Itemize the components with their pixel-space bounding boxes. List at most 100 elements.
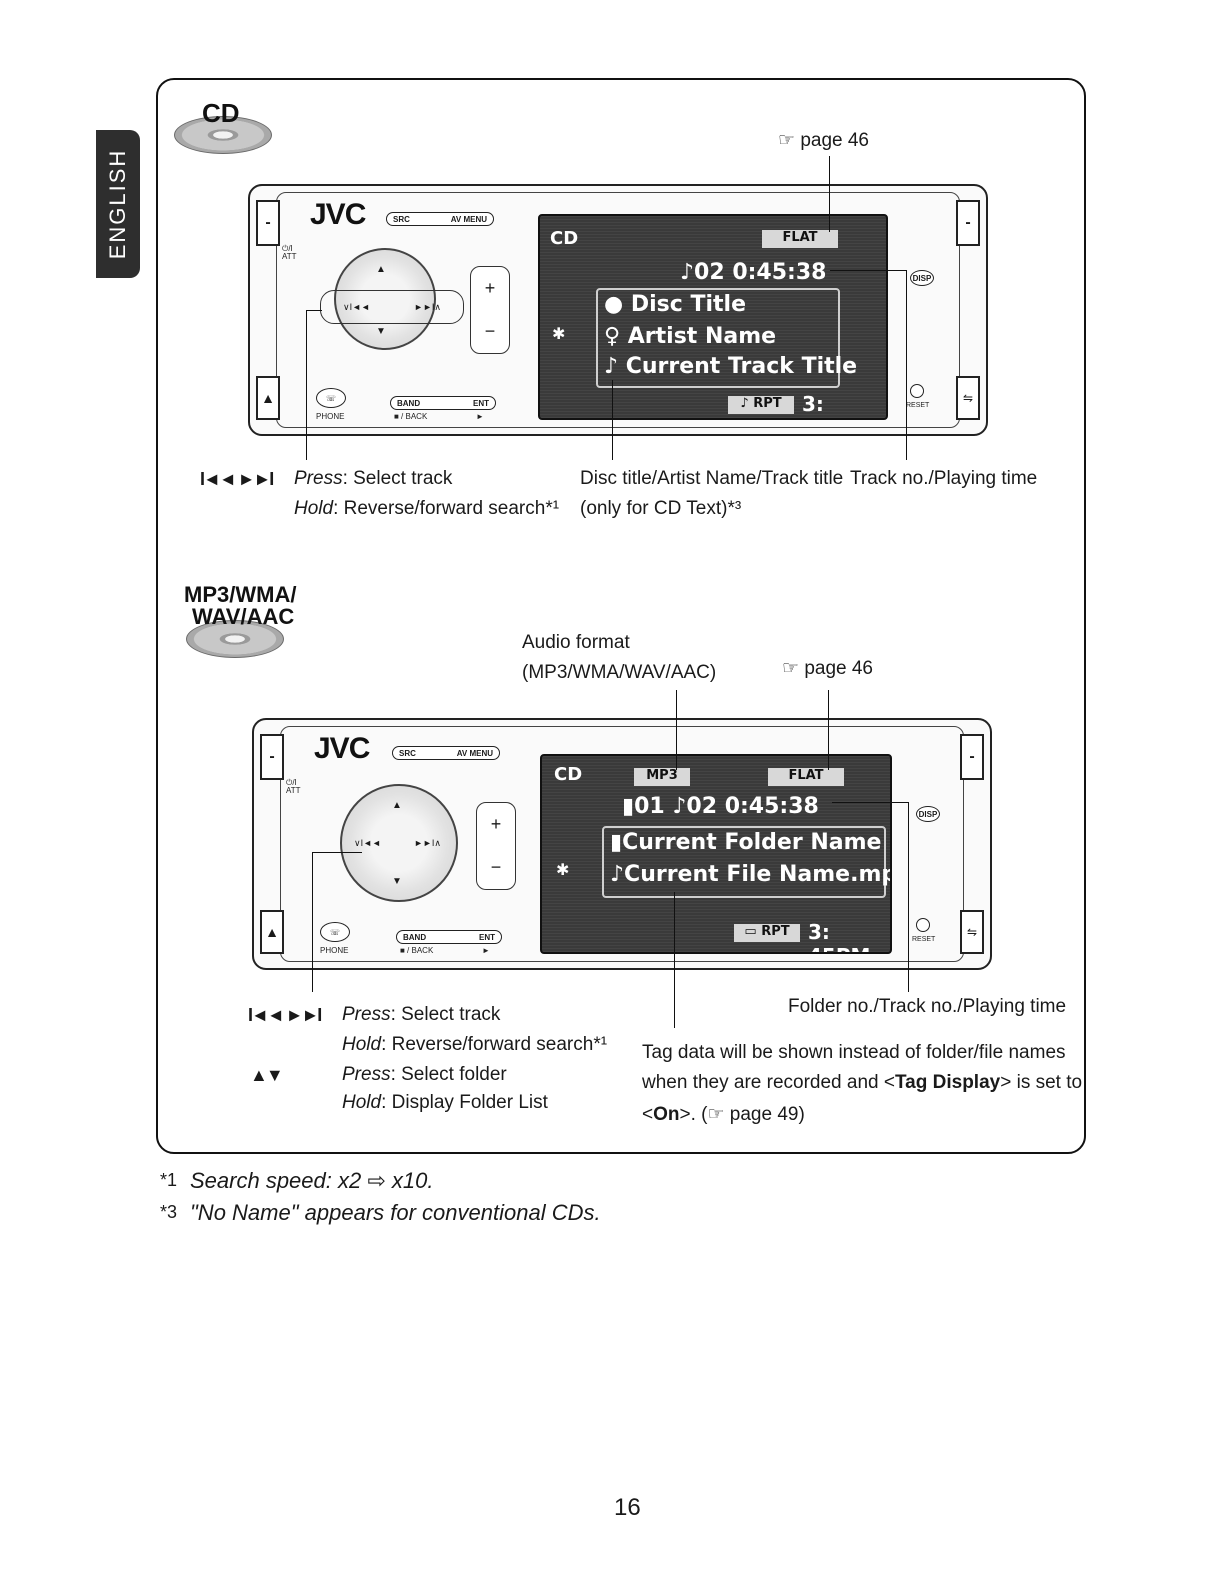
- mp3-tag-line-2: when they are recorded and <Tag Display>…: [642, 1068, 1082, 1098]
- skip-buttons[interactable]: ∨I◄◄ ►►I∧: [320, 290, 464, 324]
- disp-button[interactable]: DISP: [910, 270, 934, 286]
- brand-logo: JVC: [310, 198, 366, 231]
- phone-icon[interactable]: ☏: [316, 388, 346, 408]
- screen-clock: 3: 45PM: [808, 920, 870, 952]
- tag-line-3-a: <: [642, 1104, 654, 1125]
- back-label: ■ / BACK: [400, 946, 434, 955]
- control-dial[interactable]: [340, 784, 458, 902]
- tilt-button-icon[interactable]: ⇋: [960, 910, 984, 954]
- mp3-press-label: Press: [342, 1004, 391, 1025]
- src-avmenu-button[interactable]: SRC AV MENU: [392, 746, 500, 760]
- reset-button[interactable]: [916, 918, 930, 932]
- tilt-button-icon[interactable]: ⇋: [956, 376, 980, 420]
- folder-icon: ▮: [610, 830, 623, 855]
- screen-repeat-text: RPT: [761, 924, 790, 939]
- screen-clock: 3: 45PM: [802, 392, 864, 418]
- att-label: ATT: [286, 786, 301, 795]
- bluetooth-icon: ✱: [552, 324, 566, 343]
- mp3-page-ref: ☞ page 46: [782, 654, 873, 684]
- mp3-press-track: Press: Select track: [342, 1000, 500, 1030]
- cd-track-text: Track no./Playing time: [850, 468, 1038, 489]
- screen-track-title: ♪ Current Track Title: [604, 354, 858, 379]
- skip-forward-icon[interactable]: ►►I∧: [414, 838, 441, 848]
- volume-up-icon[interactable]: +: [484, 278, 496, 298]
- detach-button-left[interactable]: -: [260, 734, 284, 780]
- mp3-press-folder-desc: : Select folder: [390, 1064, 507, 1085]
- cd-press-label: Press: [294, 468, 343, 489]
- mp3-hold-folder: Hold: Display Folder List: [342, 1088, 548, 1118]
- skip-back-icon[interactable]: ∨I◄◄: [343, 301, 370, 312]
- screen-artist-name: ♀ Artist Name: [604, 324, 776, 349]
- artist-icon: ♀: [604, 324, 628, 349]
- language-tab: ENGLISH: [96, 130, 140, 278]
- cd-disc-text-2: (only for CD Text)*³: [580, 498, 742, 519]
- cd-disc-icon: [174, 116, 272, 154]
- tag-line-3-c: >. (: [679, 1104, 708, 1125]
- callout-line-time-h: [832, 802, 908, 803]
- mp3-skip-symbols: I◄◄ ►►I: [248, 1005, 322, 1025]
- band-ent-button[interactable]: BAND ENT: [390, 396, 496, 410]
- tag-line-3-d: page 49): [729, 1104, 805, 1125]
- folder-icon: ▭: [744, 924, 762, 939]
- volume-down-icon[interactable]: −: [490, 857, 502, 877]
- phone-icon[interactable]: ☏: [320, 922, 350, 942]
- skip-forward-icon[interactable]: ►►I∧: [414, 301, 441, 312]
- callout-line-skip-h: [312, 852, 362, 853]
- volume-buttons[interactable]: + −: [470, 266, 510, 354]
- volume-down-icon[interactable]: −: [484, 321, 496, 341]
- up-arrow-icon[interactable]: ▲: [392, 800, 402, 811]
- screen-disc-title: ● Disc Title: [604, 292, 746, 317]
- reset-label: RESET: [906, 402, 930, 409]
- power-label: ⏻/I: [282, 244, 293, 253]
- folder-icon: ▮: [622, 794, 635, 819]
- cd-press-text: Press: Select track: [294, 464, 452, 494]
- screen-repeat: ♪ RPT: [728, 396, 794, 414]
- audio-format-2: (MP3/WMA/WAV/AAC): [522, 662, 717, 683]
- tag-display-setting: Tag Display: [894, 1072, 1001, 1093]
- band-label: BAND: [397, 398, 421, 408]
- up-arrow-icon[interactable]: ▲: [376, 264, 386, 275]
- reset-button[interactable]: [910, 384, 924, 398]
- mp3-press-track-desc: : Select track: [390, 1004, 501, 1025]
- down-arrow-icon[interactable]: ▼: [392, 876, 402, 887]
- mp3-updown-symbols: ▲▼: [250, 1065, 284, 1085]
- volume-up-icon[interactable]: +: [490, 814, 502, 834]
- control-dial[interactable]: [334, 248, 436, 350]
- screen-file-name-text: Current File Name.mp3: [624, 862, 892, 887]
- disc-icon: ●: [604, 292, 631, 317]
- down-arrow-icon[interactable]: ▼: [376, 326, 386, 337]
- detach-button-right[interactable]: -: [960, 734, 984, 780]
- eject-button[interactable]: ▲: [256, 376, 280, 420]
- src-label: SRC: [393, 214, 410, 224]
- detach-button-left[interactable]: -: [256, 200, 280, 246]
- power-label: ⏻/I: [286, 778, 297, 787]
- callout-line-format: [676, 690, 677, 770]
- disp-button[interactable]: DISP: [916, 806, 940, 822]
- mp3-head-unit: - - ▲ ⇋ JVC SRC AV MENU ⏻/I ATT ▲ ▼ ∨I◄◄…: [252, 718, 992, 970]
- footnote-1-text: Search speed: x2 ⇨ x10.: [190, 1168, 434, 1193]
- back-label: ■ / BACK: [394, 412, 428, 421]
- callout-line-time-h: [830, 270, 906, 271]
- cd-hold-label: Hold: [294, 498, 334, 519]
- att-label: ATT: [282, 252, 297, 261]
- avmenu-label: AV MENU: [456, 748, 493, 758]
- brand-logo: JVC: [314, 732, 370, 765]
- band-ent-button[interactable]: BAND ENT: [396, 930, 502, 944]
- page-number: 16: [614, 1494, 641, 1521]
- callout-line-skip-h: [306, 310, 322, 311]
- cd-hold-desc: : Reverse/forward search*¹: [333, 498, 560, 519]
- screen-folder-name-text: Current Folder Name: [622, 830, 882, 855]
- tag-line-2-c: > is set to: [1000, 1072, 1083, 1093]
- detach-button-right[interactable]: -: [956, 200, 980, 246]
- cd-page-ref-text: page 46: [800, 130, 869, 151]
- screen-source: CD: [554, 764, 583, 785]
- skip-back-icon[interactable]: ∨I◄◄: [354, 838, 381, 848]
- file-icon: ♪: [610, 862, 625, 887]
- src-avmenu-button[interactable]: SRC AV MENU: [386, 212, 494, 226]
- screen-track-time: ▮01 ♪02 0:45:38: [622, 794, 819, 819]
- screen-file-name: ♪Current File Name.mp3: [610, 862, 892, 887]
- unit-bezel: [276, 192, 960, 428]
- screen-disc-title-text: Disc Title: [630, 292, 746, 317]
- volume-buttons[interactable]: + −: [476, 802, 516, 890]
- eject-button[interactable]: ▲: [260, 910, 284, 954]
